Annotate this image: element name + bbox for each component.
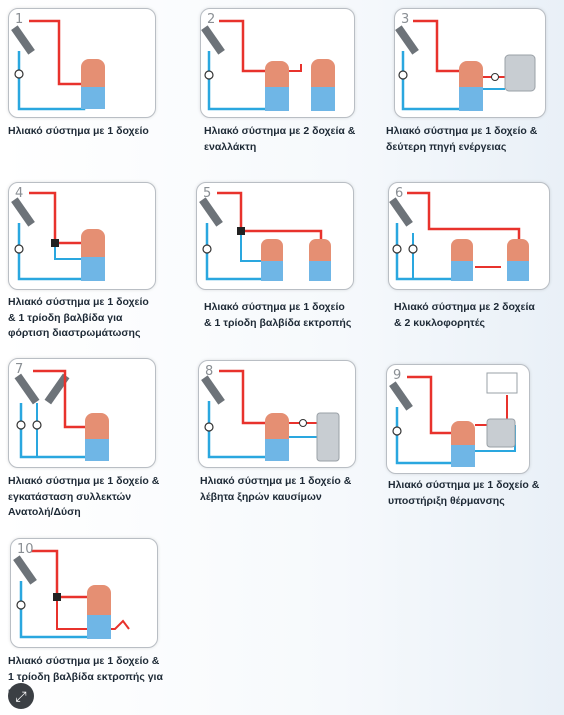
diagram-8-schematic xyxy=(201,369,340,462)
diagram-card-2: 2 xyxy=(200,8,355,118)
diagram-caption: Ηλιακό σύστημα με 1 δοχείο & λέβητα ξηρώ… xyxy=(200,475,352,503)
diagram-caption: Ηλιακό σύστημα με 1 δοχείο & εγκατάσταση… xyxy=(8,475,160,518)
diagram-caption: Ηλιακό σύστημα με 1 δοχείο xyxy=(8,125,149,137)
diagram-2-schematic xyxy=(201,19,335,111)
diagram-caption: Ηλιακό σύστημα με 1 δοχείο & 1 τρίοδη βα… xyxy=(8,296,149,339)
diagram-caption: Ηλιακό σύστημα με 1 δοχείο & 1 τρίοδη βα… xyxy=(204,301,352,329)
diagram-card-4: 4 xyxy=(8,182,156,290)
diagram-caption: Ηλιακό σύστημα με 2 δοχεία & 2 κυκλοφορη… xyxy=(394,301,535,329)
diagram-number: 3 xyxy=(401,12,410,27)
diagram-number: 5 xyxy=(203,186,212,201)
diagram-6-schematic xyxy=(389,191,529,281)
diagram-card-7: 7 xyxy=(8,358,156,468)
diagram-7-schematic xyxy=(14,369,109,461)
diagram-caption: Ηλιακό σύστημα με 2 δοχεία & εναλλάκτη xyxy=(204,125,356,153)
diagram-number: 7 xyxy=(15,362,24,377)
diagram-card-3: 3 xyxy=(394,8,546,118)
diagram-number: 8 xyxy=(205,364,214,379)
diagram-caption: Ηλιακό σύστημα με 1 δοχείο & δεύτερη πηγ… xyxy=(386,125,538,153)
diagram-number: 4 xyxy=(15,186,24,201)
diagram-number: 10 xyxy=(17,542,34,557)
diagram-card-1: 1 xyxy=(8,8,156,118)
diagram-card-9: 9 xyxy=(386,364,530,474)
diagram-4-schematic xyxy=(11,191,105,281)
diagram-number: 1 xyxy=(15,12,24,27)
diagram-number: 2 xyxy=(207,12,216,27)
diagram-card-6: 6 xyxy=(388,182,550,290)
diagram-number: 9 xyxy=(393,368,402,383)
diagram-5-schematic xyxy=(199,191,331,281)
diagram-card-5: 5 xyxy=(196,182,354,290)
diagram-3-schematic xyxy=(395,19,536,111)
expand-arrows-icon[interactable]: ⤢ xyxy=(8,683,34,709)
diagram-1-schematic xyxy=(11,19,105,111)
diagram-number: 6 xyxy=(395,186,404,201)
diagram-card-10: 10 xyxy=(10,538,158,648)
diagram-9-schematic xyxy=(389,372,518,467)
diagram-caption: Ηλιακό σύστημα με 1 δοχείο & υποστήριξη … xyxy=(388,479,540,507)
diagram-10-schematic xyxy=(13,549,130,639)
diagram-caption: Ηλιακό σύστημα με 1 δοχείο & 1 τρίοδη βα… xyxy=(8,655,163,698)
diagram-card-8: 8 xyxy=(198,360,356,468)
